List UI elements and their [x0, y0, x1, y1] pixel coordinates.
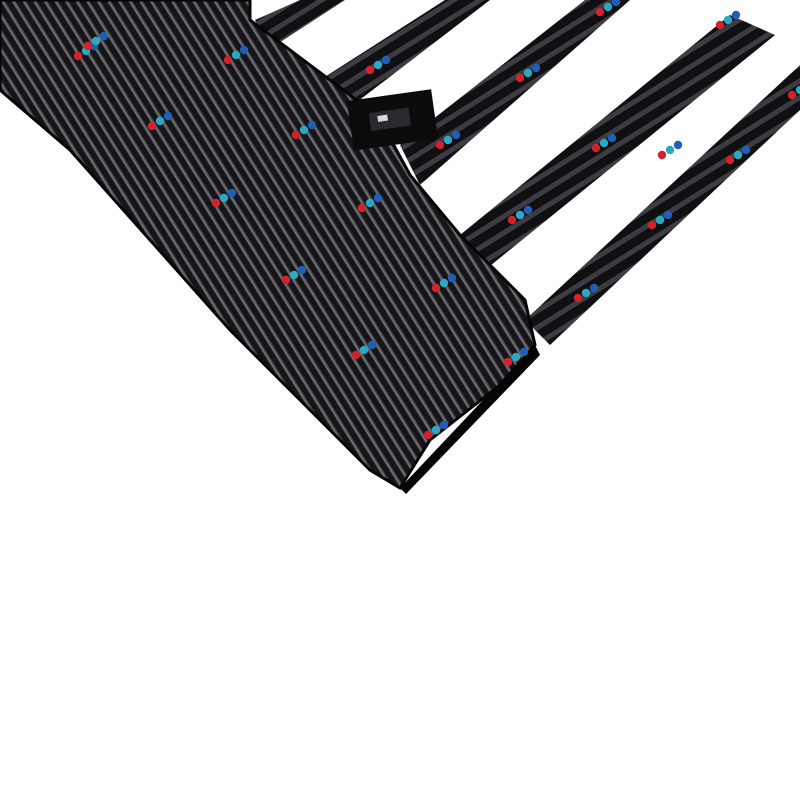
led-pixel-66: [725, 155, 735, 165]
led-pixel-24: [291, 130, 301, 140]
led-pixel-33: [503, 357, 513, 367]
led-pixel-39: [435, 140, 445, 150]
led-pixel-38: [381, 55, 391, 65]
led-pixel-27: [357, 203, 367, 213]
led-pixel-15: [423, 430, 433, 440]
led-pixel-14: [367, 340, 377, 350]
led-pixel-40: [443, 135, 453, 145]
led-pixel-52: [599, 138, 609, 148]
led-pixel-25: [299, 125, 309, 135]
led-pixel-48: [515, 73, 525, 83]
led-pixel-10: [289, 270, 299, 280]
led-pixel-53: [607, 133, 617, 143]
led-pixel-42: [507, 215, 517, 225]
led-pixel-69: [787, 90, 797, 100]
led-pixel-49: [523, 68, 533, 78]
led-pixel-59: [611, 0, 621, 7]
led-pixel-30: [431, 283, 441, 293]
led-pixel-57: [595, 7, 605, 17]
led-strip-2: [320, 0, 490, 115]
led-pixel-50: [531, 63, 541, 73]
led-pixel-55: [655, 215, 665, 225]
led-pixel-11: [297, 265, 307, 275]
led-pixel-36: [365, 65, 375, 75]
led-strip-1: [255, 0, 345, 50]
led-pixel-13: [359, 345, 369, 355]
led-pixel-5: [163, 111, 173, 121]
led-pixel-63: [657, 150, 667, 160]
led-pixel-26: [307, 120, 317, 130]
led-pixel-58: [603, 2, 613, 12]
led-pixel-54: [647, 220, 657, 230]
led-pixel-0: [73, 51, 83, 61]
led-pixel-19: [91, 36, 101, 46]
led-pixel-44: [523, 205, 533, 215]
led-pixel-18: [83, 41, 93, 51]
led-pixel-64: [665, 145, 675, 155]
led-pixel-45: [573, 293, 583, 303]
led-pixel-29: [373, 193, 383, 203]
led-pixel-41: [451, 130, 461, 140]
led-pixel-16: [431, 425, 441, 435]
led-pixel-43: [515, 210, 525, 220]
led-pixel-17: [439, 420, 449, 430]
led-pixel-68: [741, 145, 751, 155]
led-pixel-22: [231, 50, 241, 60]
led-pixel-clusters: [73, 0, 800, 440]
led-pixel-70: [795, 85, 800, 95]
led-pixel-21: [223, 55, 233, 65]
led-pixel-47: [589, 283, 599, 293]
housing-edge: [400, 345, 540, 494]
led-pixel-23: [239, 45, 249, 55]
led-strip-4: [460, 15, 775, 270]
led-pixel-34: [511, 352, 521, 362]
led-pixel-4: [155, 116, 165, 126]
led-pixel-28: [365, 198, 375, 208]
led-pixel-12: [351, 350, 361, 360]
led-pixel-51: [591, 143, 601, 153]
led-pixel-7: [219, 193, 229, 203]
led-pixel-61: [723, 15, 733, 25]
led-pixel-6: [211, 198, 221, 208]
led-strip-5: [525, 65, 800, 345]
led-pixel-9: [281, 275, 291, 285]
led-pixel-3: [147, 121, 157, 131]
led-pixel-35: [519, 347, 529, 357]
led-pixel-46: [581, 288, 591, 298]
led-pixel-8: [227, 188, 237, 198]
connector-plug: [346, 89, 439, 151]
led-pixel-37: [373, 60, 383, 70]
led-pixel-20: [99, 31, 109, 41]
led-pixel-65: [673, 140, 683, 150]
led-pixel-56: [663, 210, 673, 220]
led-pixel-60: [715, 20, 725, 30]
led-pixel-32: [447, 273, 457, 283]
led-pixel-67: [733, 150, 743, 160]
led-pixel-31: [439, 278, 449, 288]
led-pixel-62: [731, 10, 741, 20]
